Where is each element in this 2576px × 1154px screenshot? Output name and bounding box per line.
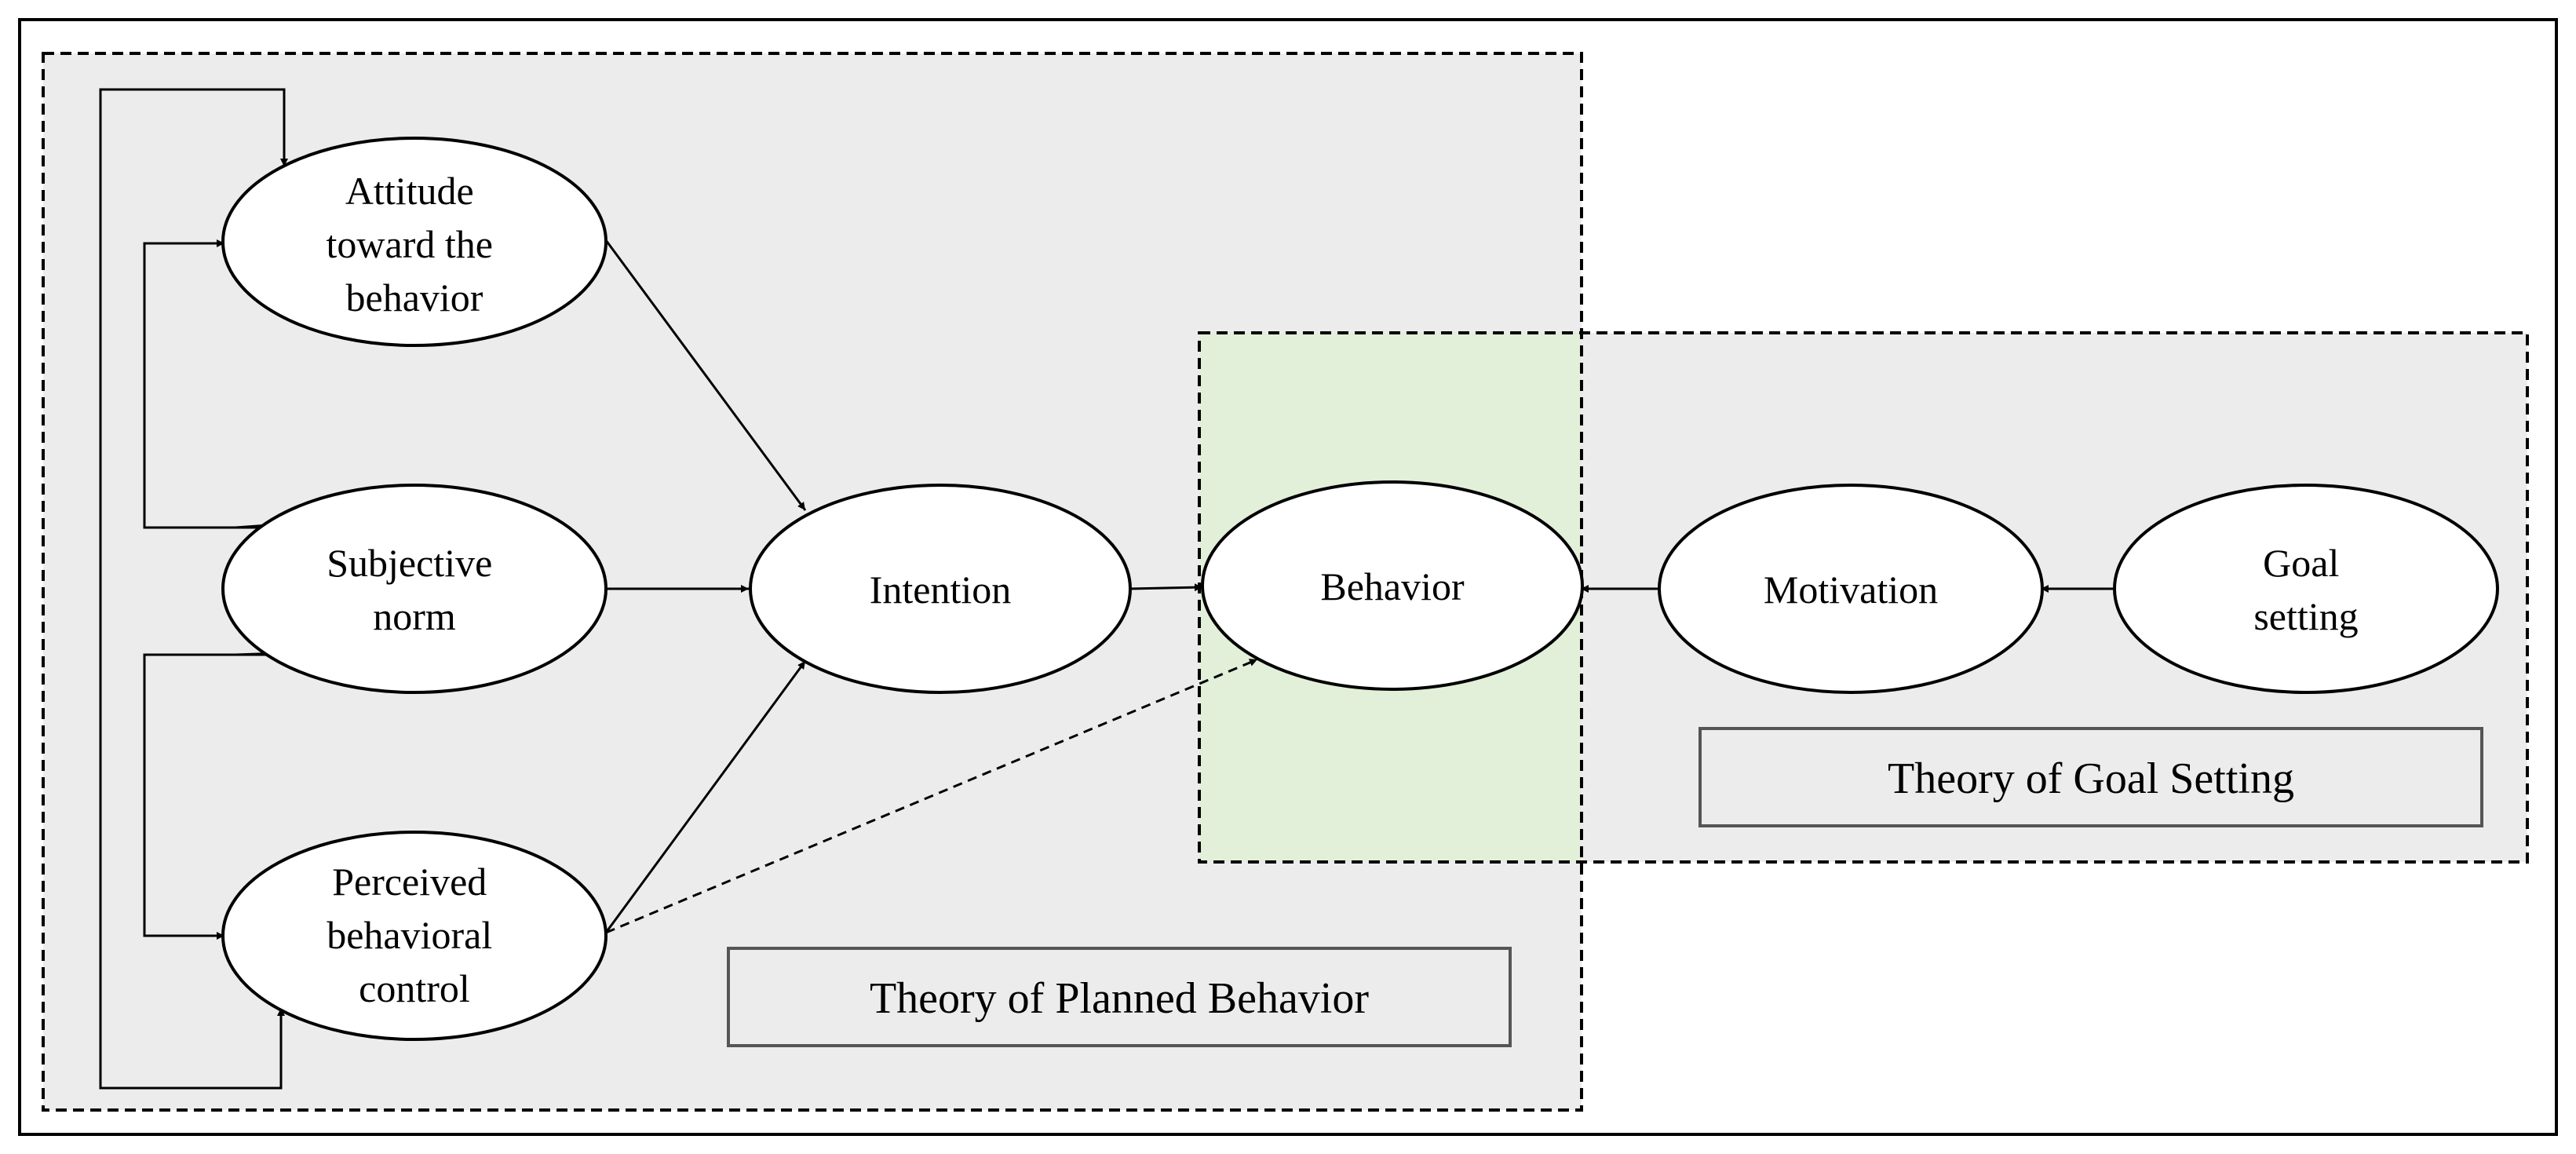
arrow-control-to-behavior-dashed (605, 658, 1258, 934)
attitude-label-line-2: toward the (327, 222, 493, 266)
behavior-label-line-1: Behavior (1320, 564, 1465, 608)
attitude-label: Attitude toward the behavior (327, 169, 503, 320)
node-perceived-control (221, 831, 608, 1041)
node-behavior (1201, 480, 1584, 691)
subjective-norm-label: Subjective norm (327, 541, 502, 638)
arrow-control-to-intention (604, 660, 807, 933)
subjective-norm-label-line-2: norm (373, 594, 456, 638)
attitude-label-line-3: behavior (346, 276, 483, 320)
node-motivation (1658, 484, 2044, 694)
arrow-intention-to-behavior (1129, 583, 1203, 592)
subjective-norm-label-line-1: Subjective (327, 541, 492, 585)
motivation-label: Motivation (1764, 568, 1938, 612)
perceived-control-label-line-3: control (359, 966, 470, 1010)
goal-setting-boundary (1198, 331, 2529, 864)
goal-setting-label-line-2: setting (2253, 594, 2358, 638)
goal-setting-label-box (1698, 727, 2483, 827)
behavior-label: Behavior (1320, 564, 1465, 608)
planned-behavior-boundary (42, 52, 1583, 1112)
arrow-attitude-to-intention (604, 239, 807, 511)
planned-behavior-theory-label: Theory of Planned Behavior (870, 974, 1369, 1023)
node-goal-setting (2113, 484, 2499, 694)
goal-setting-label-line-1: Goal (2263, 541, 2339, 585)
goal-setting-label: Goal setting (2253, 541, 2358, 638)
attitude-label-line-1: Attitude (345, 169, 474, 213)
motivation-label-line-1: Motivation (1764, 568, 1938, 612)
perceived-control-label-line-1: Perceived (332, 860, 487, 904)
intention-label: Intention (870, 568, 1012, 612)
node-attitude (221, 137, 608, 347)
feedback-line-control-to-attitude (99, 88, 288, 1090)
planned-behavior-label-box (727, 947, 1512, 1047)
node-intention (749, 484, 1132, 694)
node-subjective-norm (221, 484, 608, 694)
perceived-control-label-line-2: behavioral (327, 913, 492, 957)
goal-setting-theory-label: Theory of Goal Setting (1888, 754, 2294, 803)
intention-label-line-1: Intention (870, 568, 1012, 612)
perceived-control-label: Perceived behavioral control (327, 860, 502, 1010)
